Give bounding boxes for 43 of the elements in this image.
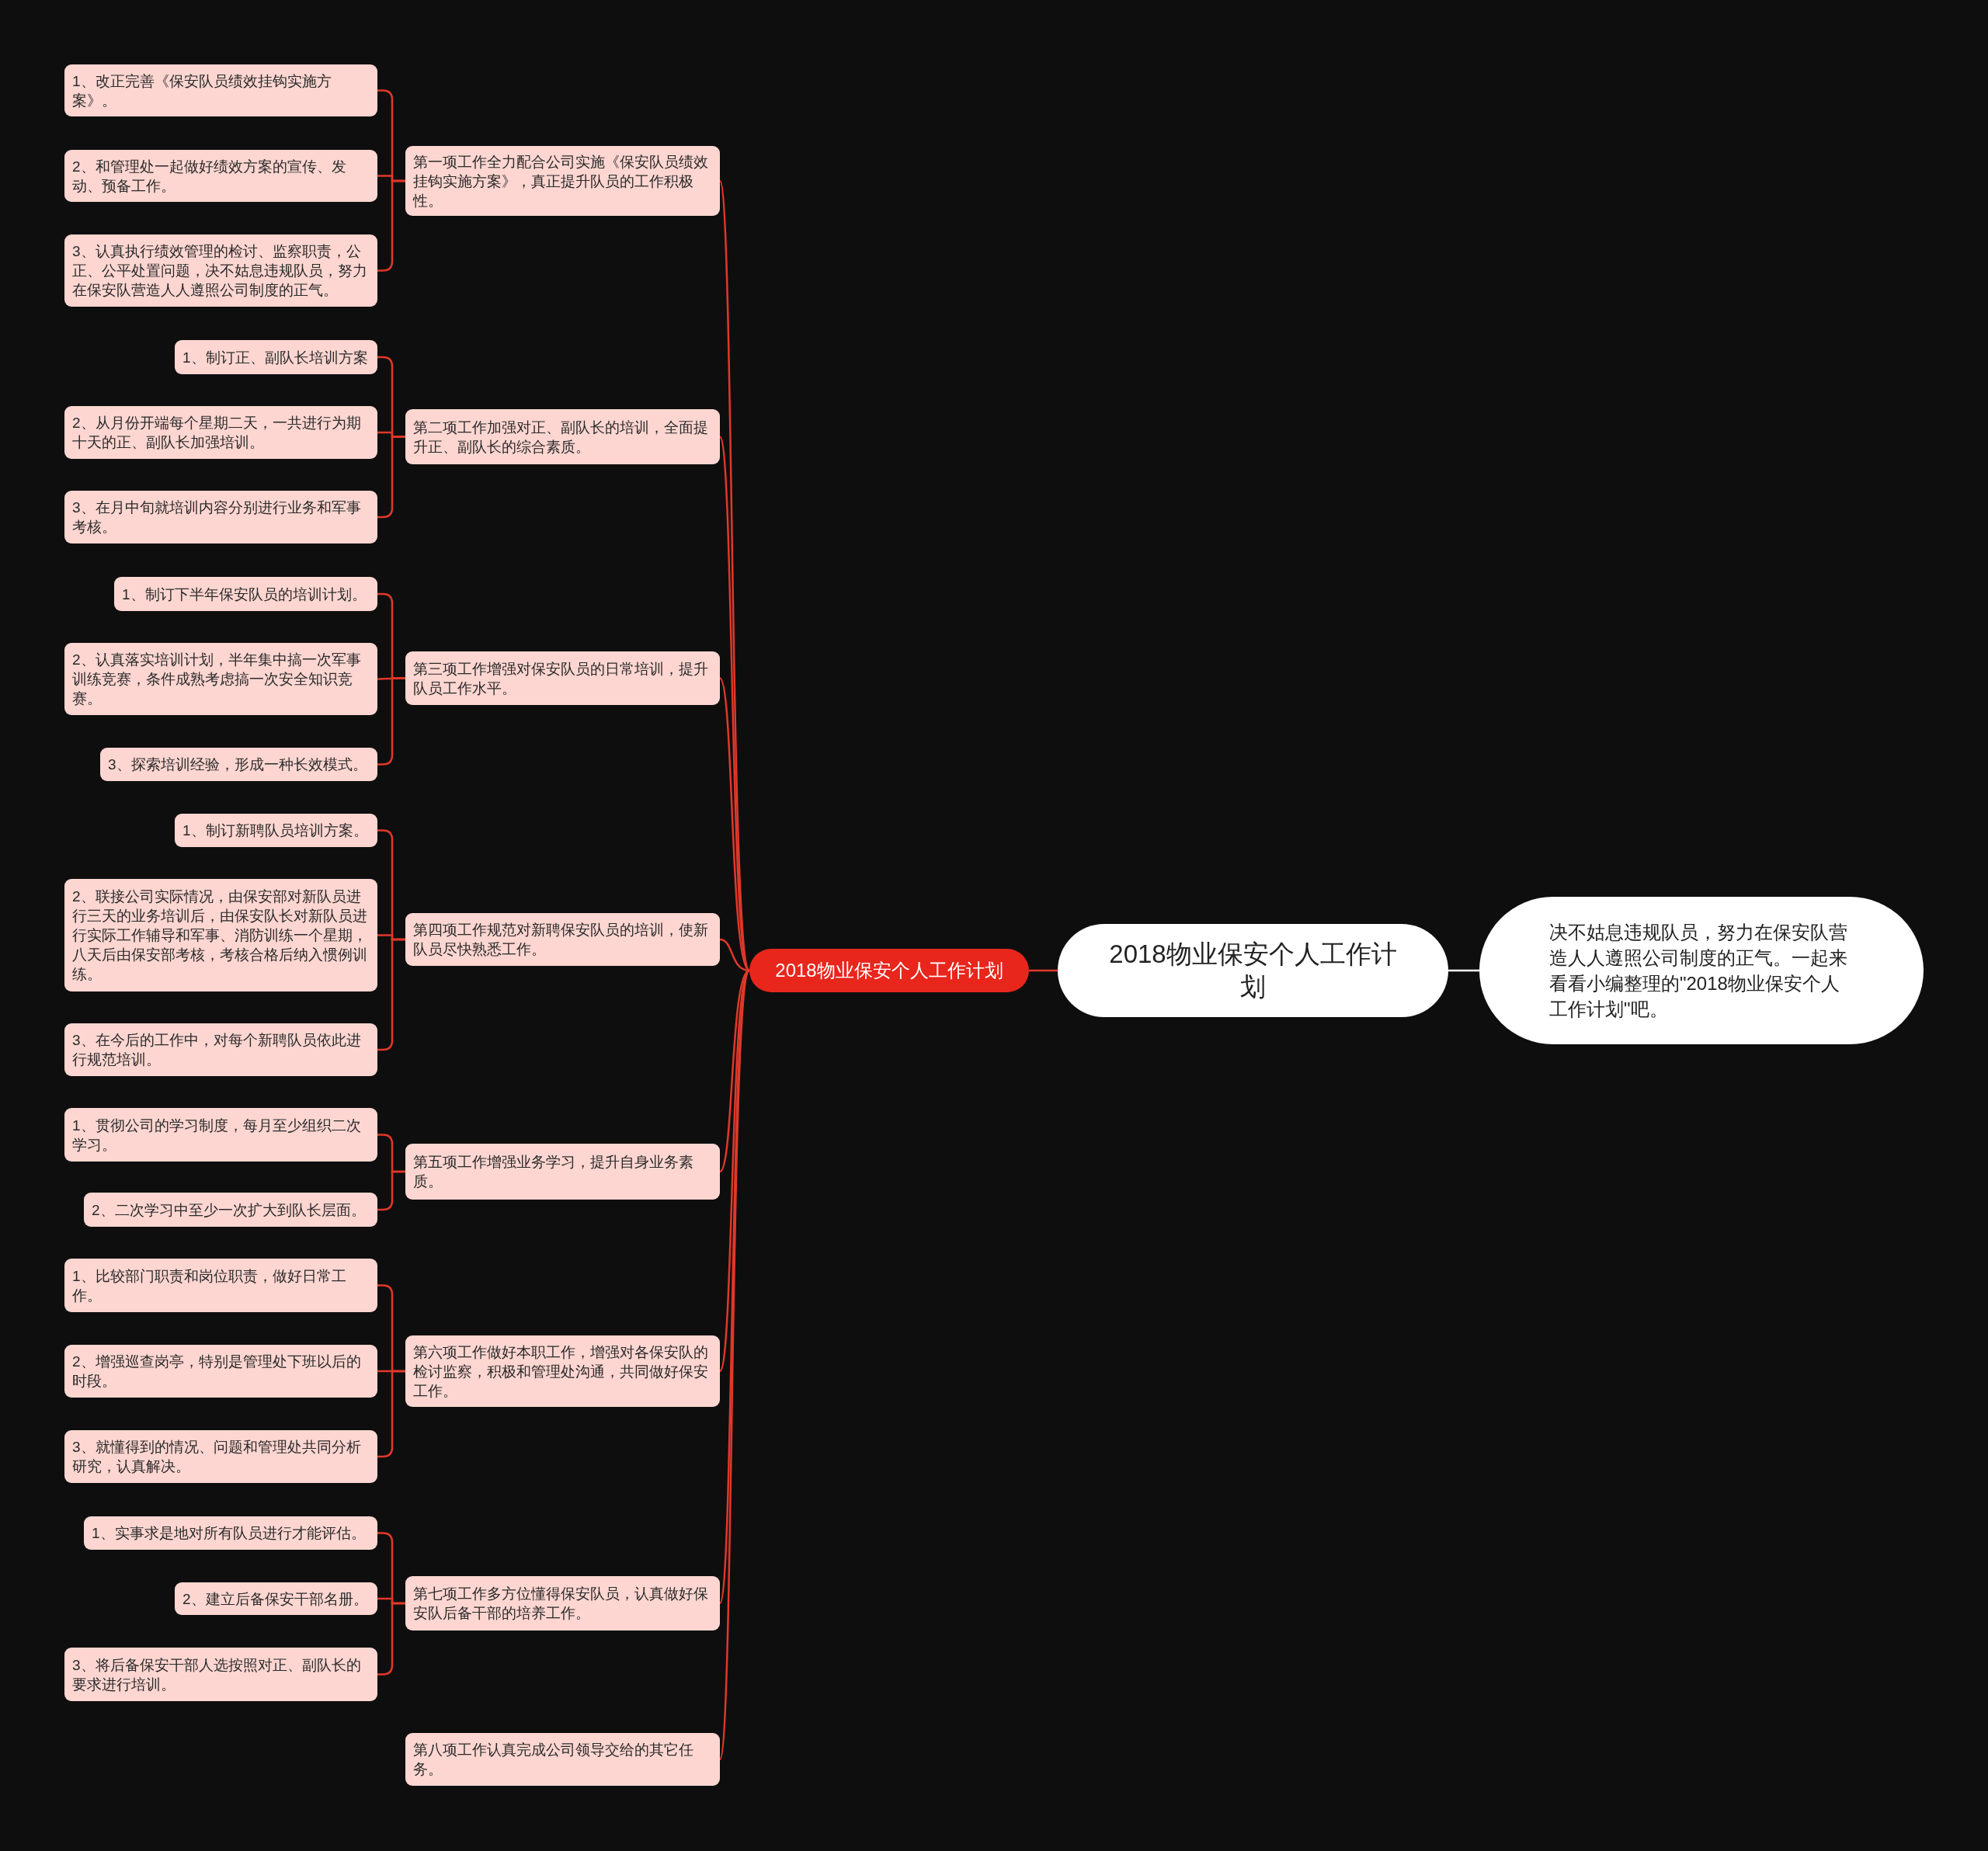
topic-box: 第一项工作全力配合公司实施《保安队员绩效挂钩实施方案》，真正提升队员的工作积极性。 — [405, 146, 720, 216]
connector-line — [718, 436, 751, 971]
topic-box: 2、和管理处一起做好绩效方案的宣传、发动、预备工作。 — [64, 150, 377, 202]
topic-box: 2、联接公司实际情况，由保安部对新队员进行三天的业务培训后，由保安队长对新队员进行实际工作辅导和军事、消防训练一个星期，八天后由保安部考核，考核合格后纳入惯例训练。 — [64, 879, 377, 991]
topic-box: 第二项工作加强对正、副队长的培训，全面提升正、副队长的综合素质。 — [405, 409, 720, 464]
topic-box: 1、贯彻公司的学习制度，每月至少组织二次学习。 — [64, 1108, 377, 1162]
topic-pill: 2018物业保安个人工作计划 — [749, 949, 1029, 992]
topic-box: 2、二次学习中至少一次扩大到队长层面。 — [84, 1193, 377, 1227]
connector-line — [377, 1602, 405, 1676]
topic-box: 第七项工作多方位懂得保安队员，认真做好保安队后备干部的培养工作。 — [405, 1576, 720, 1630]
topic-box: 第三项工作增强对保安队员的日常培训，提升队员工作水平。 — [405, 651, 720, 705]
topic-box: 1、实事求是地对所有队员进行才能评估。 — [84, 1516, 377, 1550]
connector-line — [377, 1370, 405, 1458]
topic-box: 2、从月份开端每个星期二天，一共进行为期十天的正、副队长加强培训。 — [64, 406, 377, 459]
topic-box: 2、增强巡查岗亭，特别是管理处下班以后的时段。 — [64, 1345, 377, 1398]
topic-box: 3、探索培训经验，形成一种长效模式。 — [100, 748, 377, 781]
topic-box: 3、就懂得到的情况、问题和管理处共同分析研究，认真解决。 — [64, 1430, 377, 1483]
topic-box: 第六项工作做好本职工作，增强对各保安队的检讨监察，积极和管理处沟通，共同做好保安工作。 — [405, 1335, 720, 1407]
topic-box: 第四项工作规范对新聘保安队员的培训，使新队员尽快熟悉工作。 — [405, 913, 720, 966]
connector-line — [377, 1170, 405, 1211]
topic-box: 3、在月中旬就培训内容分别进行业务和军事考核。 — [64, 491, 377, 543]
topic-box: 3、在今后的工作中，对每个新聘队员依此进行规范培训。 — [64, 1023, 377, 1076]
topic-box: 1、制订新聘队员培训方案。 — [175, 814, 377, 847]
connector-line — [377, 938, 405, 1051]
topic-box: 1、制订正、副队长培训方案 — [175, 340, 377, 374]
topic-box: 1、比较部门职责和岗位职责，做好日常工作。 — [64, 1259, 377, 1312]
connector-line — [377, 436, 405, 519]
summary-pill: 决不姑息违规队员，努力在保安队营造人人遵照公司制度的正气。一起来看看小编整理的"2018物业保安个人工作计划"吧。 — [1479, 897, 1924, 1044]
topic-box: 3、认真执行绩效管理的检讨、监察职责，公正、公平处置问题，决不姑息违规队员，努力在保安队营造人人遵照公司制度的正气。 — [64, 234, 377, 307]
topic-box: 1、制订下半年保安队员的培训计划。 — [114, 577, 377, 611]
connector-line — [718, 970, 751, 1760]
connector-line — [719, 938, 750, 972]
topic-box: 1、改正完善《保安队员绩效挂钩实施方案》。 — [64, 64, 377, 116]
topic-box: 第五项工作增强业务学习，提升自身业务素质。 — [405, 1144, 720, 1200]
central-topic-pill: 2018物业保安个人工作计划 — [1058, 924, 1448, 1017]
topic-box: 3、将后备保安干部人选按照对正、副队长的要求进行培训。 — [64, 1648, 377, 1701]
connector-line — [377, 677, 405, 766]
topic-box: 第八项工作认真完成公司领导交给的其它任务。 — [405, 1733, 720, 1786]
connector-line — [1029, 969, 1058, 972]
topic-box: 2、认真落实培训计划，半年集中搞一次军事训练竞赛，条件成熟考虑搞一次安全知识竞赛。 — [64, 643, 377, 715]
connector-line — [377, 179, 405, 272]
topic-box: 2、建立后备保安干部名册。 — [175, 1582, 377, 1615]
connector-line — [1448, 969, 1479, 972]
